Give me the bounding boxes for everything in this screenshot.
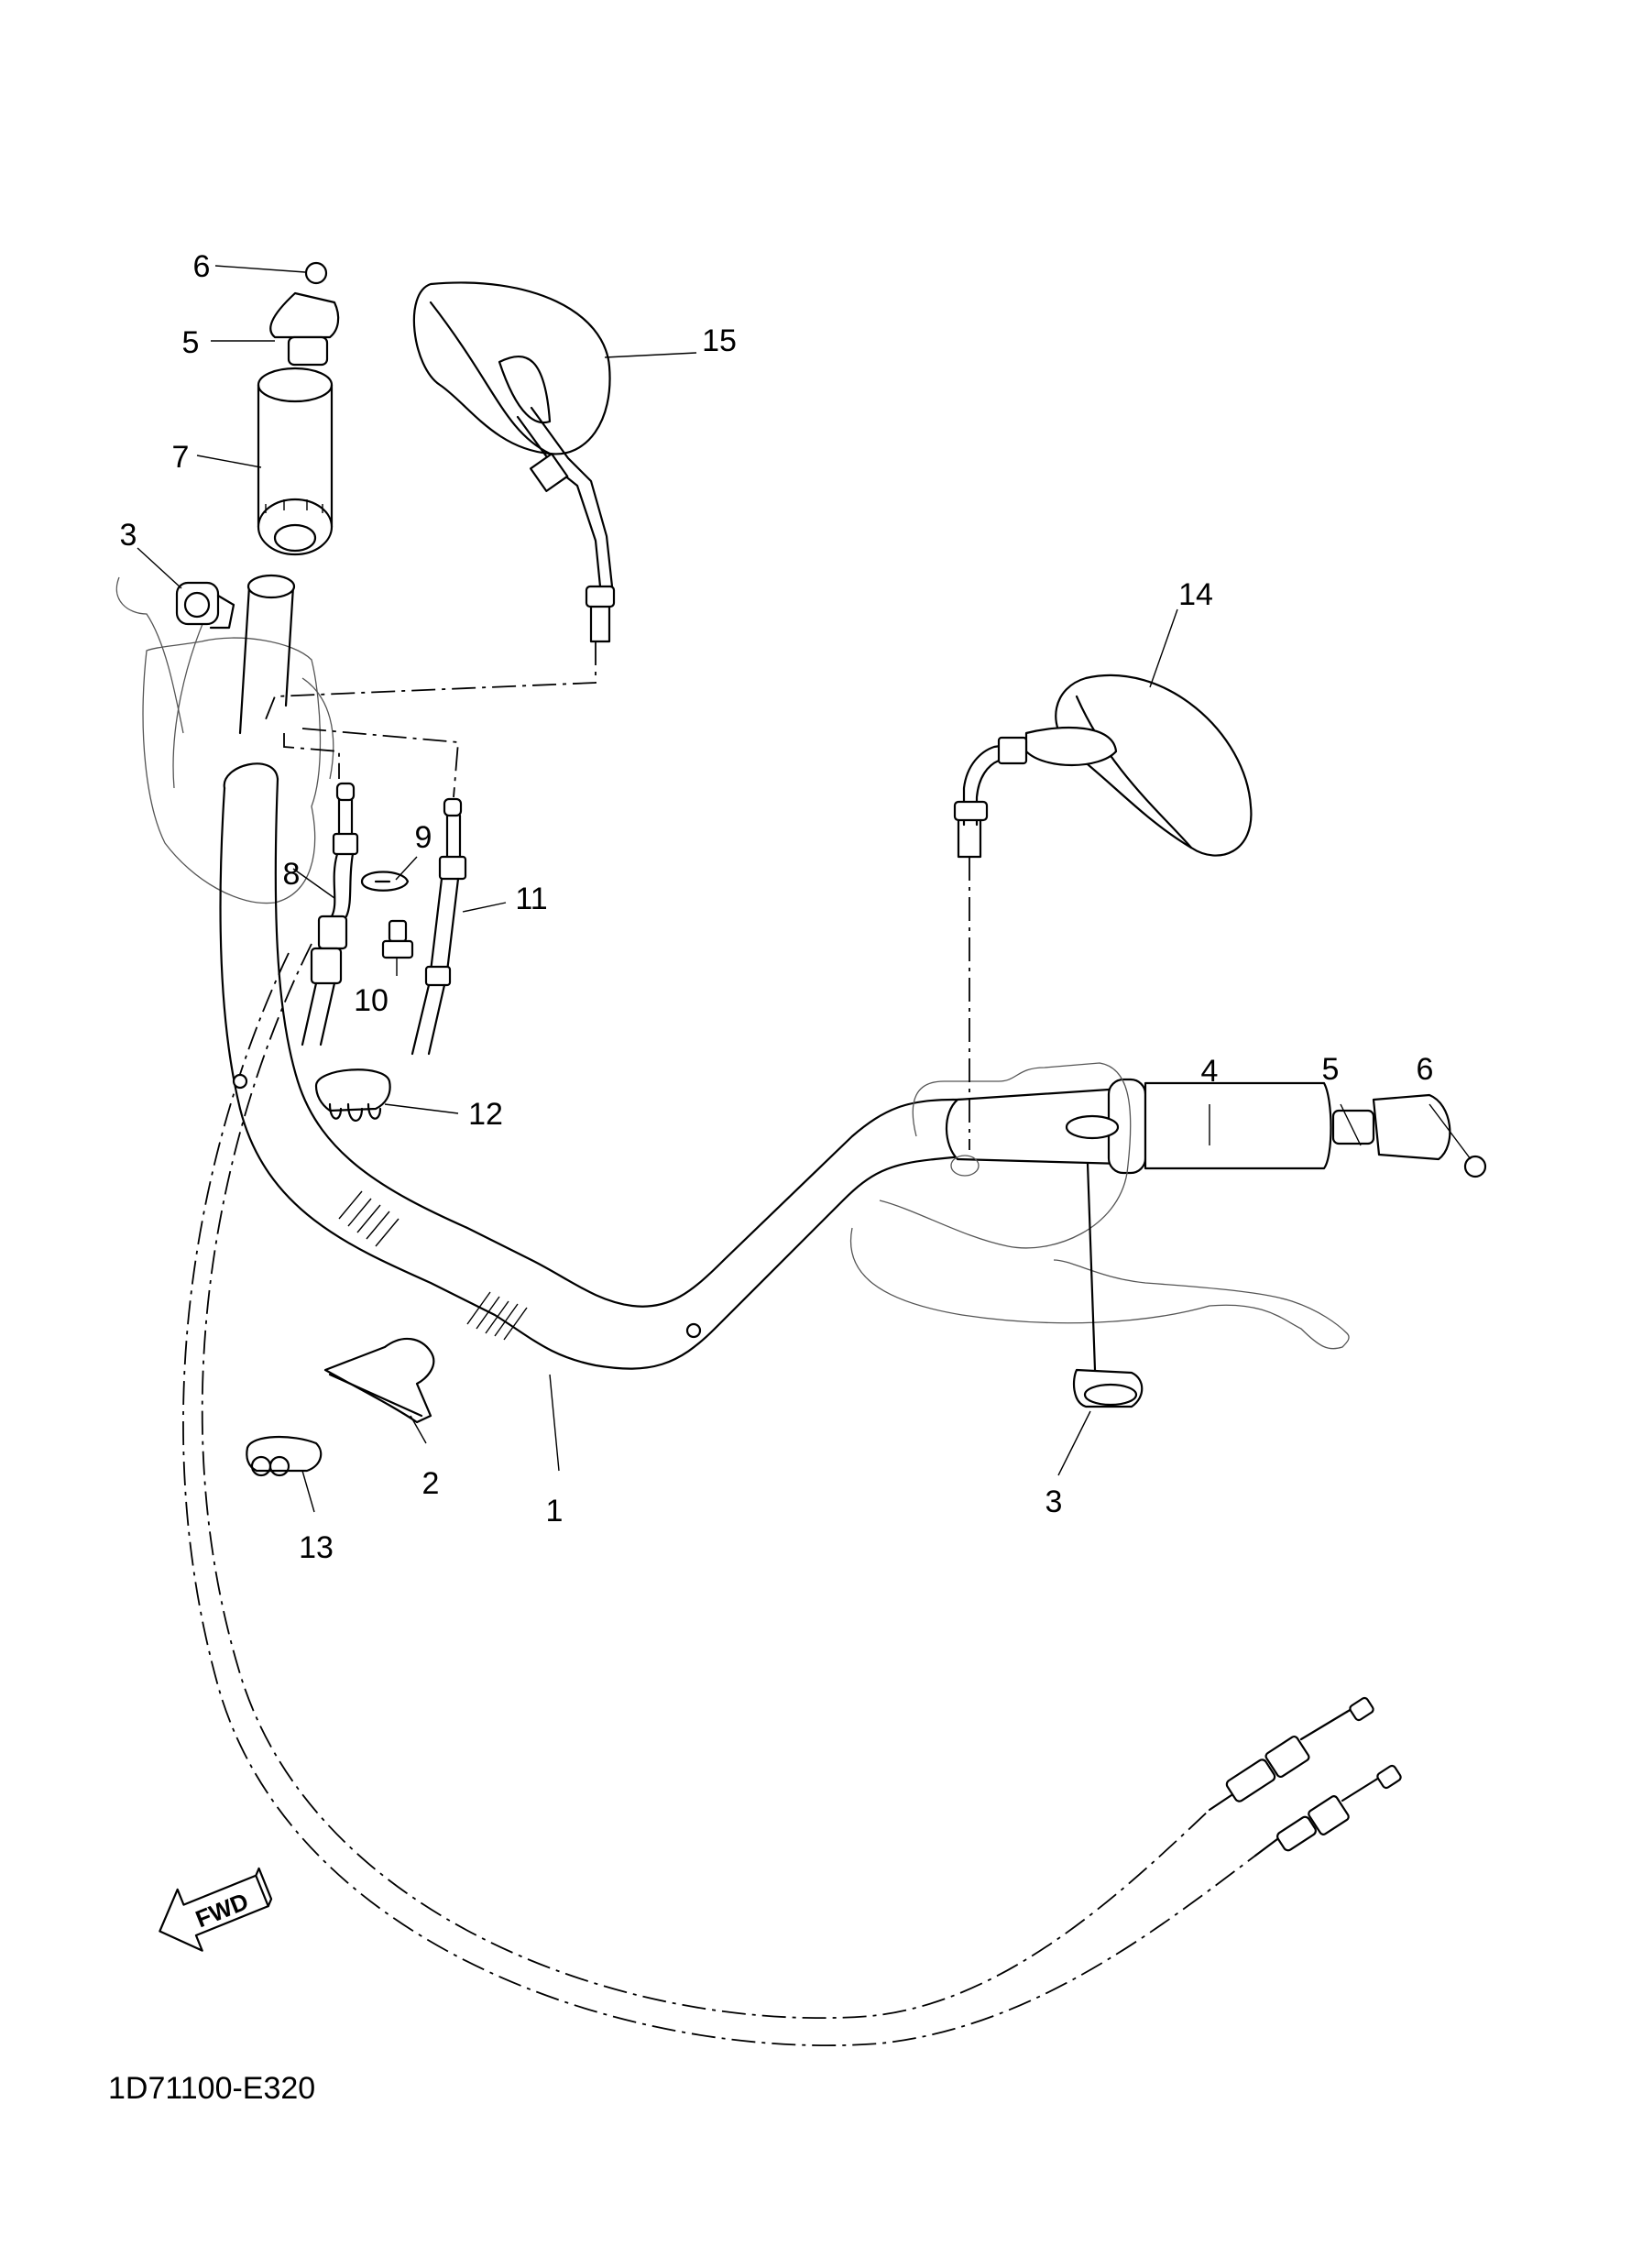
wire-clamp-2 <box>323 1337 435 1424</box>
left-switch-ghost <box>115 576 334 904</box>
clamp-left <box>175 581 235 630</box>
left-grip <box>257 367 334 556</box>
callout-7: 7 <box>172 440 190 475</box>
callout-11: 11 <box>515 882 547 916</box>
bar-end-right <box>1331 1093 1451 1161</box>
screw-10 <box>381 919 414 959</box>
callout-4: 4 <box>1201 1054 1219 1089</box>
cable-end-lower <box>1276 1764 1402 1852</box>
left-grip-tube <box>238 574 296 735</box>
wire-clamp-13 <box>246 1436 323 1477</box>
callout-5-left: 5 <box>182 325 200 360</box>
mirror-right <box>953 674 1253 859</box>
bar-end-left <box>269 291 340 367</box>
callout-13: 13 <box>299 1530 334 1565</box>
callout-15: 15 <box>702 323 737 358</box>
callout-1: 1 <box>546 1494 564 1528</box>
handlebar <box>219 762 955 1370</box>
callout-14: 14 <box>1178 577 1213 612</box>
callout-6-left: 6 <box>193 249 211 284</box>
cable-adjuster-8 <box>301 782 359 1046</box>
callout-12: 12 <box>468 1097 503 1132</box>
clamp-right <box>1072 1368 1144 1408</box>
callout-10: 10 <box>354 983 389 1018</box>
mirror-left <box>412 281 616 643</box>
callout-5-right: 5 <box>1322 1052 1340 1087</box>
callout-2: 2 <box>422 1466 440 1501</box>
right-lever-ghost <box>849 1062 1350 1350</box>
cable-end-upper <box>1225 1696 1374 1802</box>
right-grip <box>933 1078 1332 1175</box>
callout-3-right: 3 <box>1045 1485 1063 1519</box>
cable-adjuster-11 <box>410 797 467 1056</box>
fwd-arrow: FWD <box>159 1867 273 1952</box>
screw-left <box>304 261 328 285</box>
callout-9: 9 <box>415 820 432 855</box>
callout-labels: 1 2 3 3 4 5 5 6 6 7 8 9 10 11 12 13 14 1… <box>120 249 1434 1565</box>
callout-3-left: 3 <box>120 518 137 553</box>
callout-6-right: 6 <box>1417 1052 1434 1087</box>
diagram-code: 1D71100-E320 <box>108 2071 315 2106</box>
cable-guide-12 <box>314 1068 391 1122</box>
screw-right <box>1463 1155 1487 1178</box>
washer-9 <box>360 871 410 892</box>
leader-lines <box>137 265 1472 1513</box>
callout-8: 8 <box>283 857 301 892</box>
control-cables <box>182 943 1402 2047</box>
